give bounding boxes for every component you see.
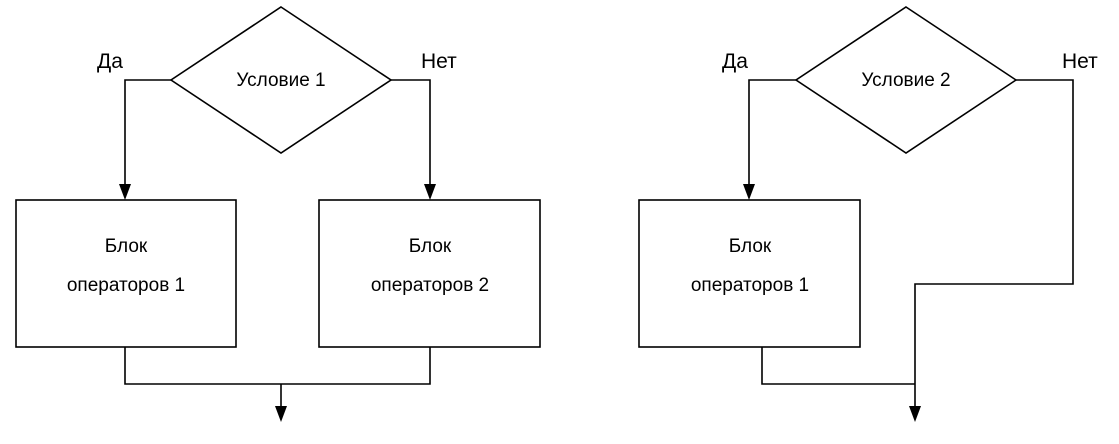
merge-line-left — [124, 347, 431, 385]
no-arrowhead-left — [424, 184, 436, 200]
block-1-right-line2: операторов 1 — [691, 275, 809, 296]
yes-label-right: Да — [722, 50, 748, 73]
block-1-right-line1: Блок — [729, 236, 772, 257]
condition-2-label: Условие 2 — [861, 70, 950, 91]
yes-arrowhead-left — [119, 184, 131, 200]
no-label-left: Нет — [421, 50, 457, 73]
if-else-flowchart: Условие 1 Да Нет Блок операторов 1 Блок … — [15, 6, 541, 422]
no-label-right: Нет — [1062, 50, 1098, 73]
if-flowchart: Условие 2 Да Нет Блок операторов 1 — [638, 6, 1098, 422]
condition-2-diamond — [794, 6, 1018, 154]
condition-1-label: Условие 1 — [236, 70, 325, 91]
block-1-left-line1: Блок — [105, 236, 148, 257]
block-operators-2-left — [318, 199, 541, 348]
yes-flow-line-right — [748, 79, 796, 186]
block-2-left-line1: Блок — [409, 236, 452, 257]
exit-arrowhead-left — [275, 406, 287, 422]
merge-line-right — [761, 347, 915, 385]
yes-flow-line-left — [124, 79, 171, 186]
block-2-left-line2: операторов 2 — [371, 275, 489, 296]
no-bypass-line-right — [914, 79, 1074, 408]
condition-1-diamond — [169, 6, 393, 154]
yes-label-left: Да — [97, 50, 123, 73]
yes-arrowhead-right — [743, 184, 755, 200]
block-operators-1-left — [15, 199, 237, 348]
no-flow-line-left — [391, 79, 431, 186]
exit-arrowhead-right — [909, 406, 921, 422]
block-1-left-line2: операторов 1 — [67, 275, 185, 296]
block-operators-1-right — [638, 199, 861, 348]
